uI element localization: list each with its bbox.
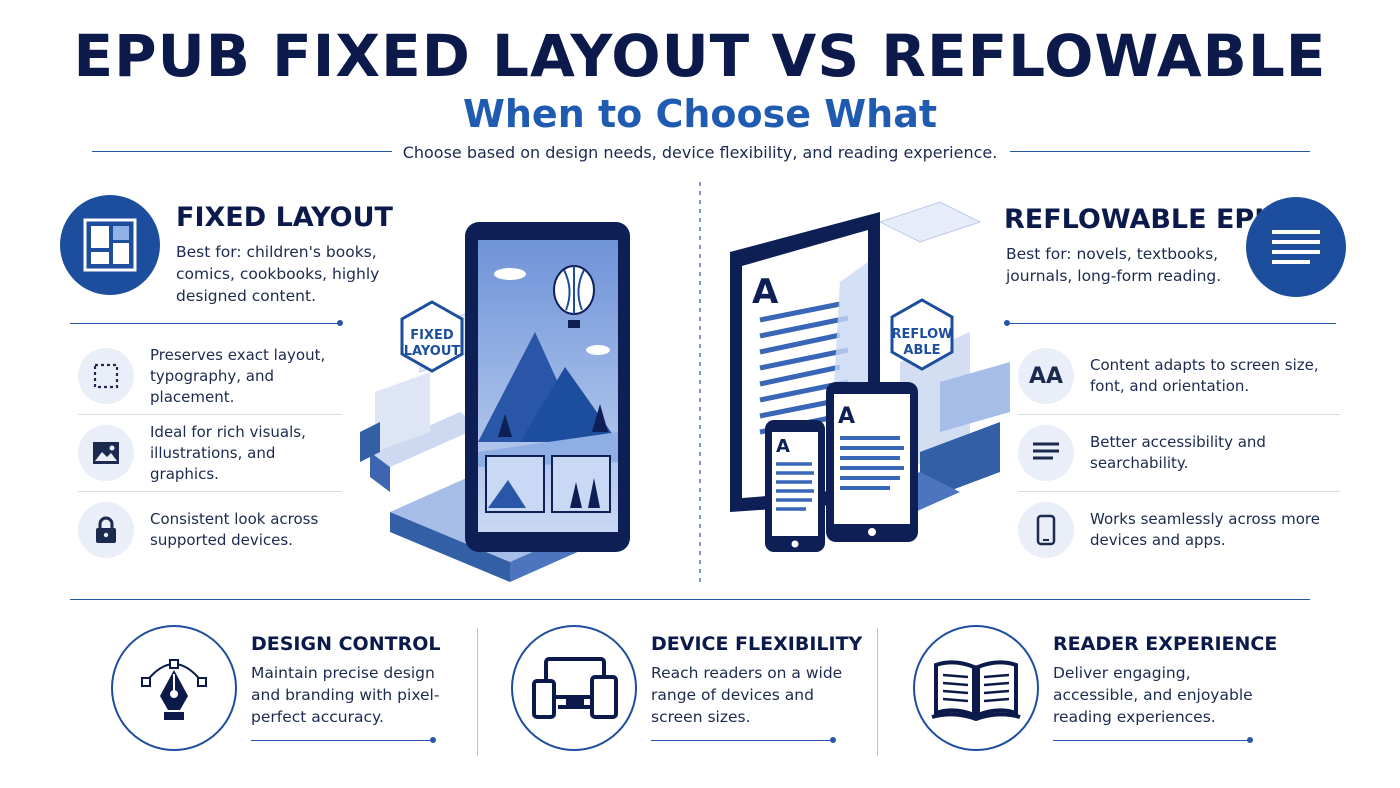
feature-text: Content adapts to screen size, font, and…	[1090, 356, 1319, 395]
underline-dot	[830, 737, 836, 743]
header-divider-right	[1010, 151, 1310, 152]
feature-separator	[78, 414, 342, 415]
fixed-heading: FIXED LAYOUT	[176, 202, 393, 233]
devices-icon	[511, 625, 637, 751]
fixed-feature-list: Preserves exact layout, typography, and …	[78, 338, 342, 568]
device-flexibility-text: Reach readers on a wide range of devices…	[651, 664, 843, 726]
feature-text: Ideal for rich visuals, illustrations, a…	[150, 422, 306, 483]
reflow-divider	[1006, 323, 1336, 324]
smartphone-icon	[1018, 502, 1074, 558]
feature-separator	[1018, 491, 1340, 492]
reflow-description: Best for: novels, textbooks, journals, l…	[1006, 245, 1222, 285]
list-item: Works seamlessly across more devices and…	[1018, 492, 1340, 568]
reflow-small-tablet	[826, 382, 918, 542]
open-book-icon	[913, 625, 1039, 751]
bottom-divider	[70, 599, 1310, 600]
feature-separator	[1018, 414, 1340, 415]
reflow-glyph-large: A	[752, 272, 779, 312]
fixed-layout-badge	[400, 300, 464, 373]
list-item: Consistent look across supported devices…	[78, 492, 342, 568]
underline-dot	[430, 737, 436, 743]
list-item: Ideal for rich visuals, illustrations, a…	[78, 415, 342, 491]
image-icon	[78, 425, 134, 481]
underline-dot	[1247, 737, 1253, 743]
reflow-phone	[765, 420, 825, 552]
text-lines-icon	[1018, 425, 1074, 481]
divider-dot	[337, 320, 343, 326]
bottom-separator	[477, 628, 478, 756]
design-control-heading: DESIGN CONTROL	[251, 633, 441, 655]
reflow-glyph-small: A	[776, 436, 790, 457]
reader-experience-heading: READER EXPERIENCE	[1053, 633, 1278, 655]
bottom-separator	[877, 628, 878, 756]
reflow-glyph-medium: A	[838, 404, 856, 429]
reflow-badge-label: REFLOW ABLE	[889, 327, 955, 359]
feature-separator	[78, 491, 342, 492]
device-flexibility-heading: DEVICE FLEXIBILITY	[651, 633, 863, 655]
reader-experience-text: Deliver engaging, accessible, and enjoya…	[1053, 664, 1253, 726]
fixed-divider	[70, 323, 338, 324]
fixed-description: Best for: children's books, comics, cook…	[176, 243, 380, 305]
list-item: AA Content adapts to screen size, font, …	[1018, 338, 1340, 414]
page-title: EPUB FIXED LAYOUT VS REFLOWABLE	[73, 22, 1327, 90]
fixed-tablet	[465, 222, 630, 552]
reflow-lines-icon	[1246, 197, 1346, 297]
feature-text: Consistent look across supported devices…	[150, 510, 319, 549]
bottom-underline	[1053, 740, 1248, 741]
reflow-badge	[890, 298, 954, 371]
feature-text: Works seamlessly across more devices and…	[1090, 510, 1320, 549]
devices-illustration	[360, 182, 1010, 582]
feature-text: Better accessibility and searchability.	[1090, 433, 1266, 472]
text-size-icon: AA	[1018, 348, 1074, 404]
reflow-feature-list: AA Content adapts to screen size, font, …	[1018, 338, 1340, 568]
tagline: Choose based on design needs, device fle…	[402, 143, 998, 162]
lock-icon	[78, 502, 134, 558]
badge-line: ABLE	[903, 343, 941, 358]
list-item: Better accessibility and searchability.	[1018, 415, 1340, 491]
bottom-underline	[251, 740, 431, 741]
bottom-underline	[651, 740, 831, 741]
feature-text: Preserves exact layout, typography, and …	[150, 345, 326, 406]
badge-line: LAYOUT	[403, 344, 461, 359]
design-control-text: Maintain precise design and branding wit…	[251, 664, 440, 726]
dashed-frame-icon	[78, 348, 134, 404]
fixed-badge-label: FIXED LAYOUT	[402, 328, 462, 360]
list-item: Preserves exact layout, typography, and …	[78, 338, 342, 414]
header-divider-left	[92, 151, 392, 152]
badge-line: REFLOW	[891, 327, 953, 342]
text-size-glyph: AA	[1028, 363, 1064, 389]
badge-line: FIXED	[410, 328, 454, 343]
pen-nib-icon	[111, 625, 237, 751]
page-subtitle: When to Choose What	[462, 92, 938, 136]
fixed-layout-icon	[60, 195, 160, 295]
